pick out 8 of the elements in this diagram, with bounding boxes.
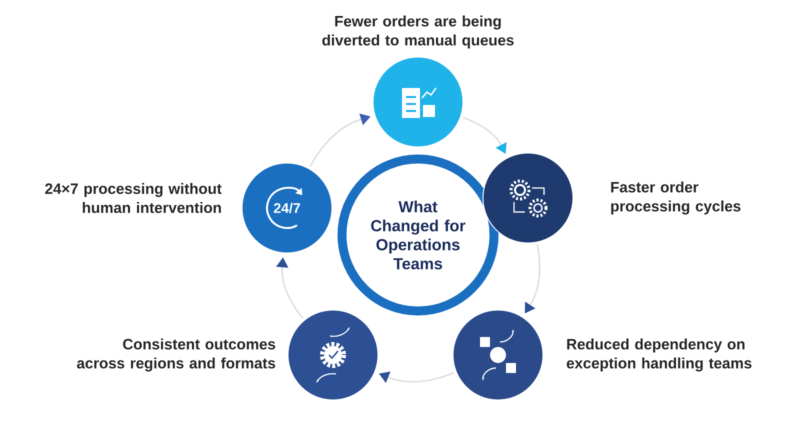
caption-text: Reduced dependency on exception handling teams <box>566 338 752 372</box>
caption-text: Faster order processing cycles <box>611 181 740 215</box>
icon-circle <box>452 310 544 400</box>
caption-text: Consistent outcomes across regions and formats <box>77 338 276 372</box>
caption-text: Fewer orders are being diverted to manual queues <box>322 16 514 48</box>
icon-circle <box>482 152 574 244</box>
icon-circle <box>288 310 378 400</box>
caption-text: 24×7 processing without human intervention <box>45 183 222 213</box>
